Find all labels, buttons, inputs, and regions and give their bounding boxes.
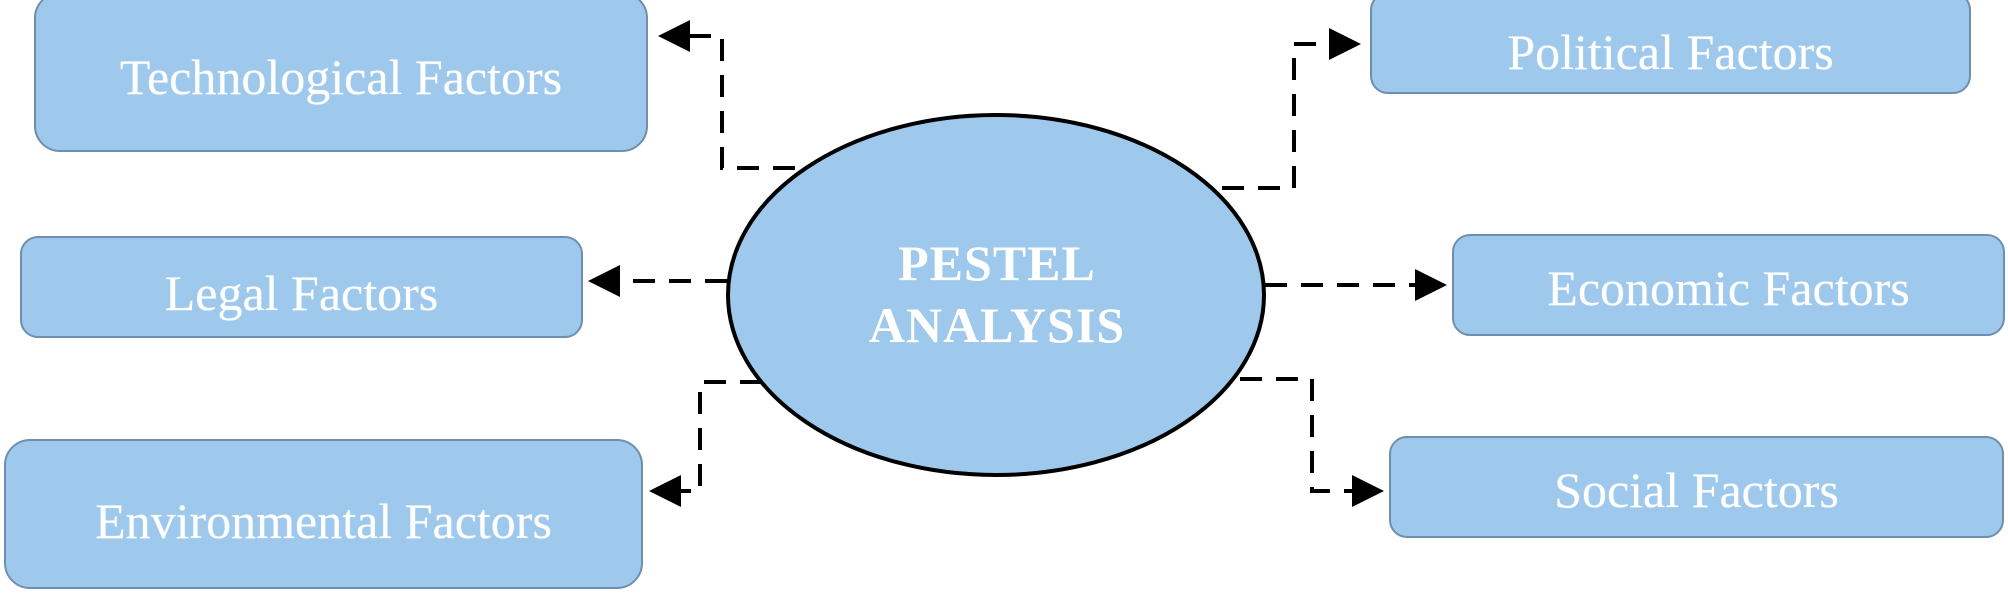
title-line-1: PESTEL [898, 235, 1096, 291]
economic-factors-label: Economic Factors [1547, 260, 1910, 316]
environmental-factors-box: Environmental Factors [4, 439, 643, 589]
political-factors-label: Political Factors [1507, 24, 1834, 80]
environmental-factors-label: Environmental Factors [95, 493, 552, 549]
connector-environmental [649, 380, 762, 507]
title-line-2: ANALYSIS [868, 297, 1126, 353]
political-factors-box: Political Factors [1370, 0, 1971, 94]
center-ellipse [726, 113, 1266, 477]
social-factors-box: Social Factors [1389, 436, 2004, 538]
economic-factors-box: Economic Factors [1452, 234, 2005, 336]
connector-political [1222, 28, 1361, 190]
connector-technological [658, 20, 795, 170]
social-factors-label: Social Factors [1554, 462, 1839, 518]
pestel-analysis-title: PESTEL ANALYSIS [727, 232, 1267, 356]
connector-social [1240, 377, 1384, 507]
technological-factors-label: Technological Factors [119, 49, 563, 105]
technological-factors-box: Technological Factors [34, 0, 648, 152]
legal-factors-label: Legal Factors [164, 265, 439, 321]
legal-factors-box: Legal Factors [20, 236, 583, 338]
